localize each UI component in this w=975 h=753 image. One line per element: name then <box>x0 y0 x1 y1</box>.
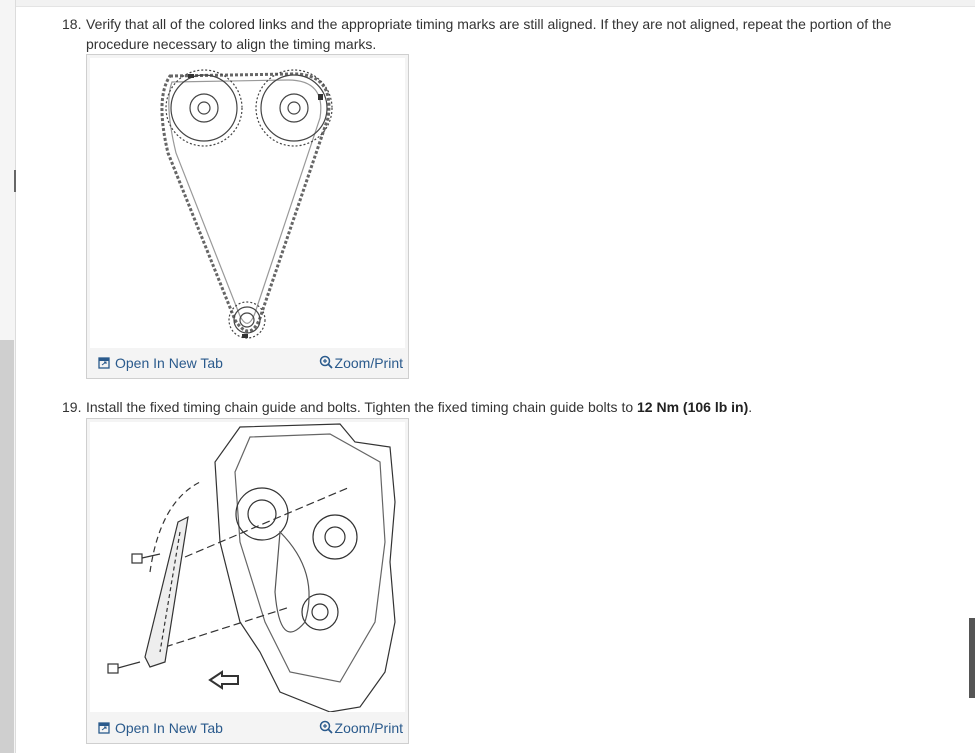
zoom-in-icon <box>319 720 333 734</box>
timing-chain-diagram <box>160 69 333 339</box>
open-new-tab-icon <box>98 722 110 734</box>
open-new-tab-label: Open In New Tab <box>115 720 223 736</box>
zoom-in-icon <box>319 355 333 369</box>
figure-links: Open In New Tab Zoom/Print <box>87 715 408 743</box>
open-new-tab-icon <box>98 357 110 369</box>
step-text: Install the fixed timing chain guide and… <box>86 397 922 417</box>
open-new-tab-label: Open In New Tab <box>115 355 223 371</box>
zoom-print-label: Zoom/Print <box>334 720 403 736</box>
scrollbar-thumb[interactable] <box>0 340 14 753</box>
right-scrollbar-thumb[interactable] <box>969 618 975 698</box>
timing-chain-illustration[interactable] <box>90 58 405 348</box>
step-number: 18. <box>62 16 82 32</box>
open-new-tab-link[interactable]: Open In New Tab <box>98 720 223 736</box>
top-bar <box>0 0 975 7</box>
step-text-after: . <box>748 399 753 415</box>
figure-timing-chain: Open In New Tab Zoom/Print <box>86 54 409 379</box>
open-new-tab-link[interactable]: Open In New Tab <box>98 355 223 371</box>
step-number: 19. <box>62 399 82 415</box>
chain-guide-diagram <box>107 423 396 713</box>
step-text-before: Install the fixed timing chain guide and… <box>86 399 638 415</box>
zoom-print-label: Zoom/Print <box>334 355 403 371</box>
left-scrollbar[interactable] <box>0 0 16 753</box>
chain-guide-illustration[interactable] <box>90 422 405 713</box>
figure-links: Open In New Tab Zoom/Print <box>87 350 408 378</box>
torque-spec: 12 Nm (106 lb in) <box>637 399 749 415</box>
rail-marker <box>14 170 16 192</box>
zoom-print-link[interactable]: Zoom/Print <box>319 720 403 736</box>
figure-chain-guide: Open In New Tab Zoom/Print <box>86 418 409 744</box>
step-19: 19. Install the fixed timing chain guide… <box>62 397 922 417</box>
step-18: 18. Verify that all of the colored links… <box>62 14 922 54</box>
step-text: Verify that all of the colored links and… <box>86 16 892 52</box>
zoom-print-link[interactable]: Zoom/Print <box>319 355 403 371</box>
